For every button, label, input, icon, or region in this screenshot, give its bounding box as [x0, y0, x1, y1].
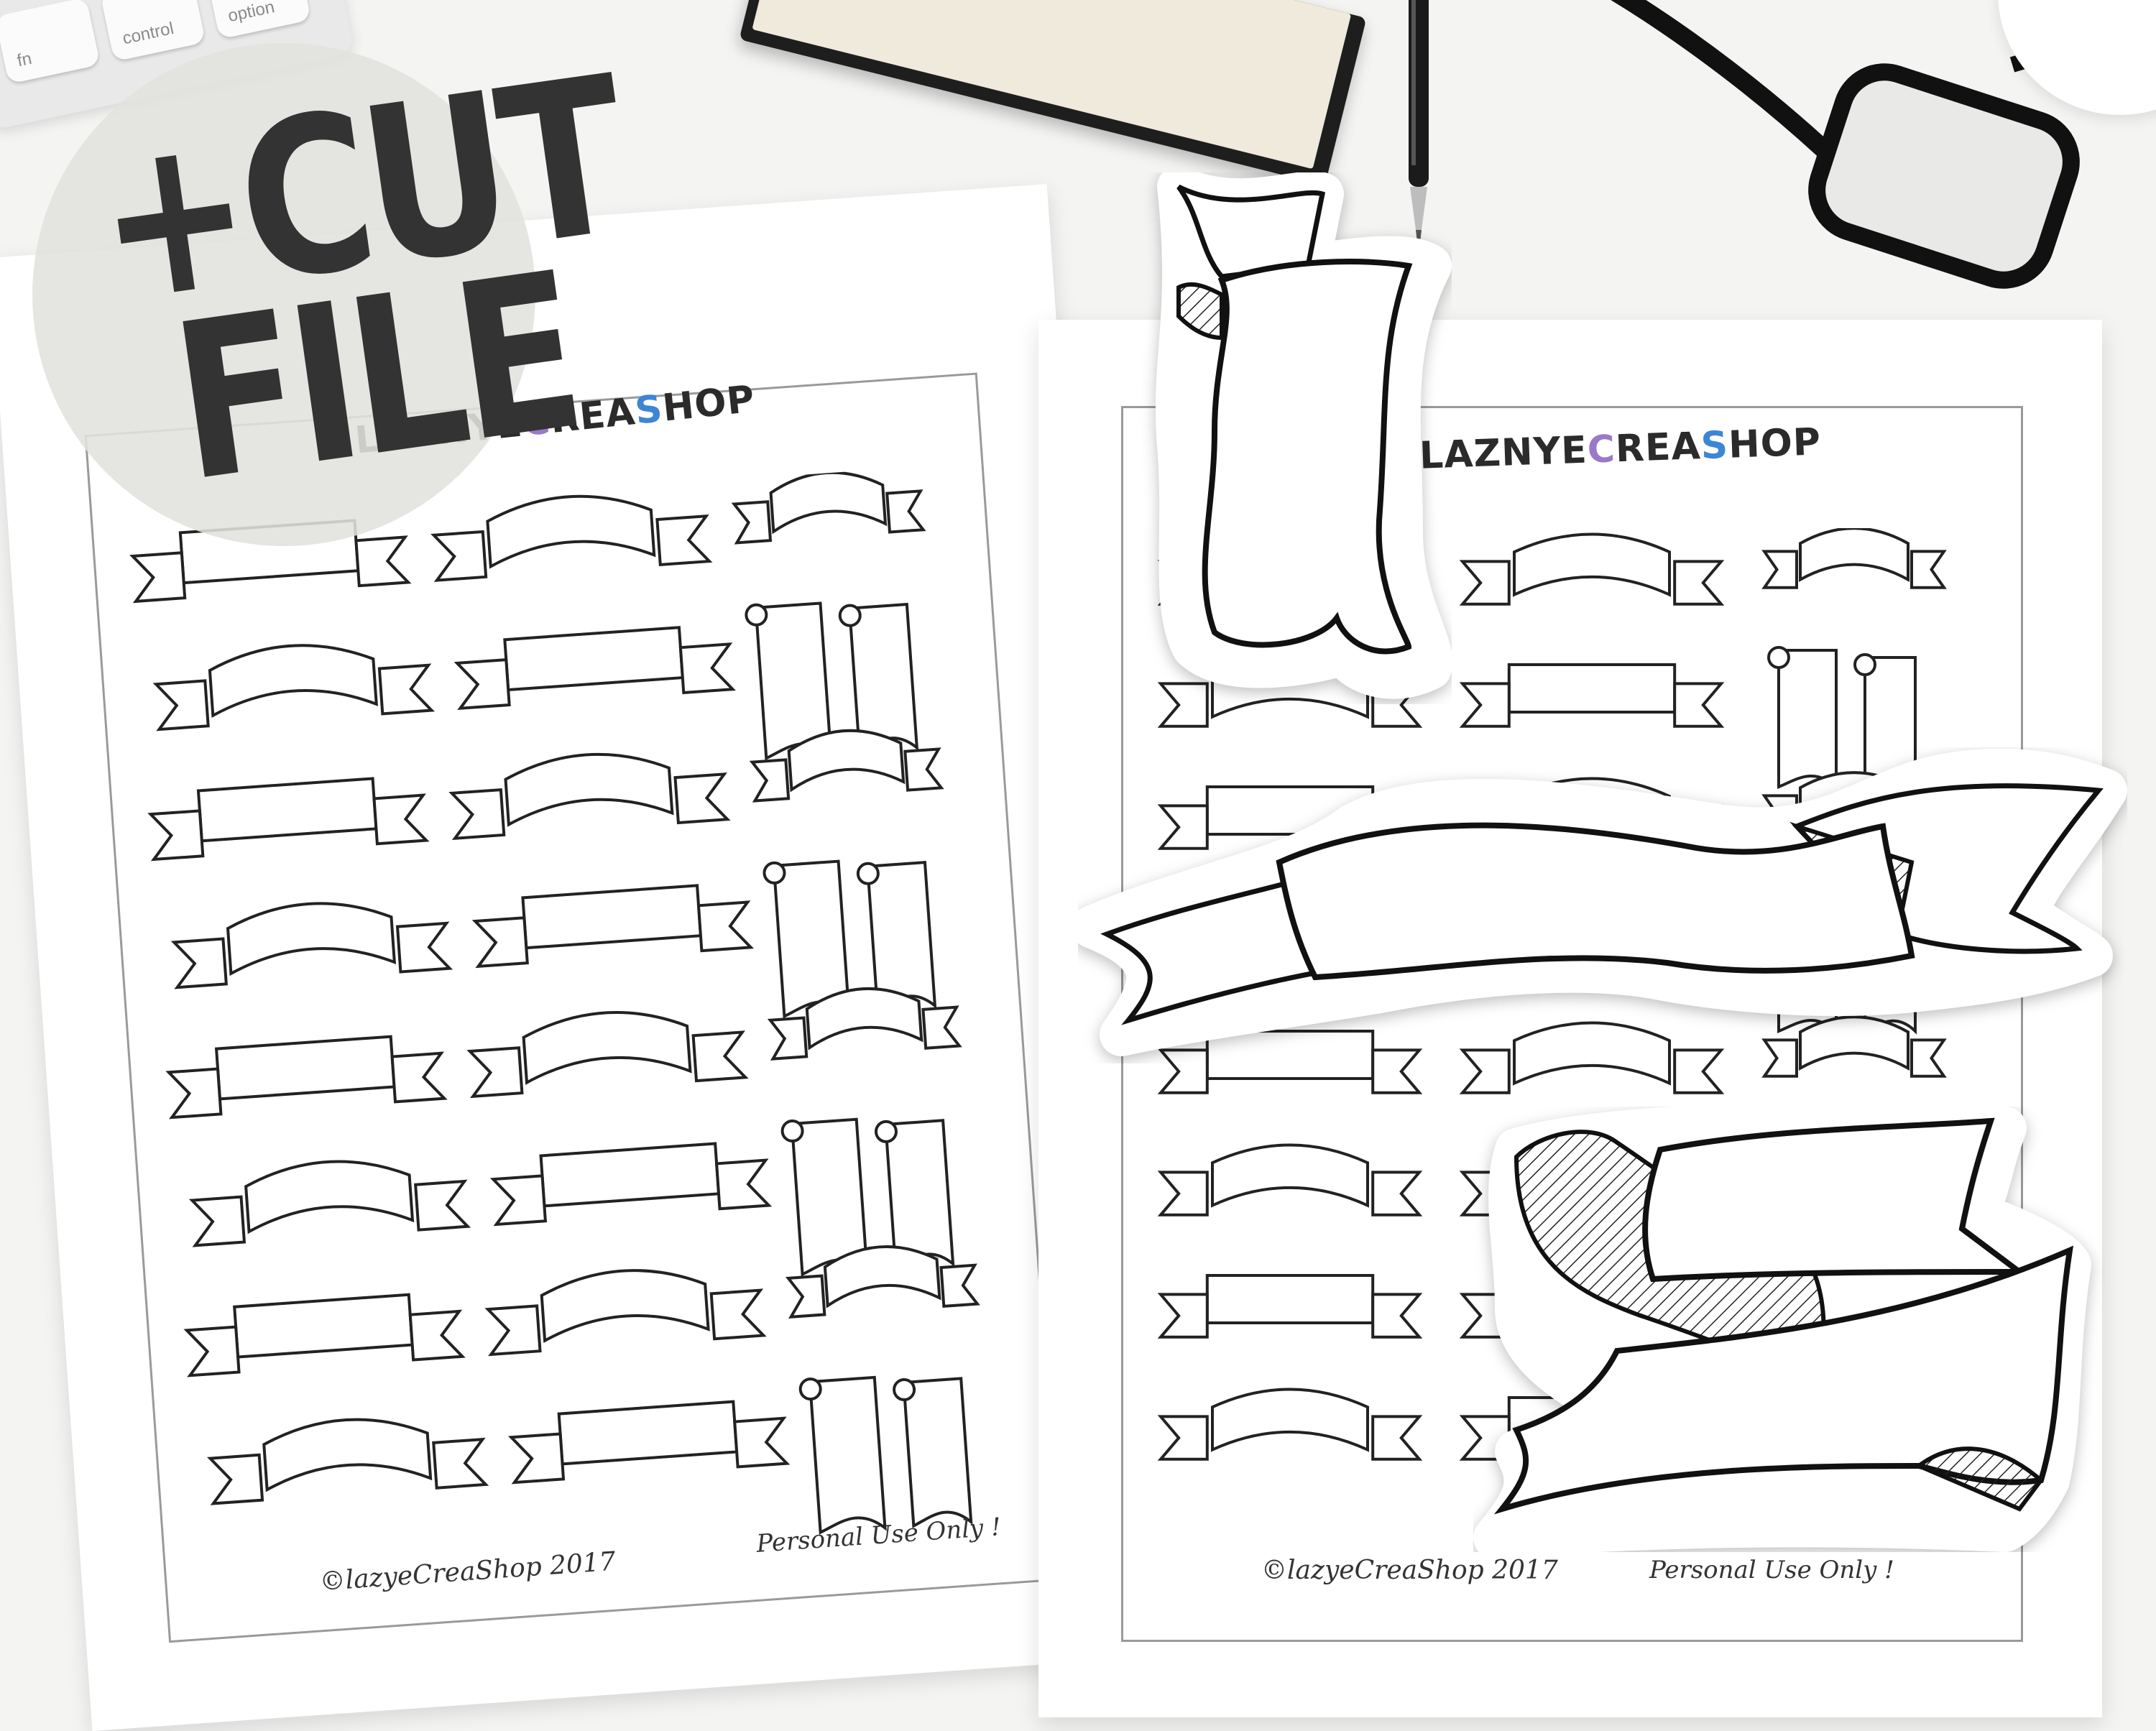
scroll-doodle [1767, 646, 1838, 790]
copyright-text: ©lazyeCreaShop 2017 [1261, 1556, 1558, 1585]
pen [1409, 0, 1429, 255]
banner-doodle [1459, 532, 1725, 606]
brand-part-4: S [632, 387, 665, 433]
brand-part-2: C [1586, 428, 1617, 472]
sticker-double-banner [1473, 1107, 2091, 1552]
key-fn-label: fn [15, 48, 34, 71]
banner-doodle [731, 471, 926, 545]
key-control-label: control [121, 18, 176, 49]
key-fn: fn [0, 0, 101, 84]
personal-use-text: Personal Use Only ! [1649, 1556, 1894, 1584]
banner-doodle [206, 1418, 489, 1505]
banner-doodle [466, 1011, 749, 1099]
sticker-scroll-banner [1155, 172, 1452, 699]
banner-doodle [448, 752, 731, 841]
banner-doodle [1761, 1015, 1947, 1078]
key-option-label: option [226, 0, 277, 27]
banner-doodle [785, 1245, 980, 1319]
banner-doodle [1459, 1021, 1725, 1094]
key-control: control [100, 0, 206, 62]
scroll-doodle [893, 1377, 973, 1528]
sticker-wave-banner [1078, 748, 2127, 1056]
banner-doodle [489, 1142, 773, 1227]
banner-doodle [170, 902, 453, 989]
brand-part-3: REA [1614, 425, 1702, 471]
banner-doodle [152, 644, 435, 731]
brand-part-4: S [1700, 423, 1730, 468]
banner-doodle [1761, 528, 1947, 589]
banner-doodle [507, 1400, 791, 1485]
brand-part-5: HOP [1728, 420, 1822, 467]
notebook-page [752, 0, 1352, 170]
banner-doodle [453, 626, 736, 711]
banner-doodle [147, 777, 430, 862]
cut-file-badge: +CUT FILE [32, 30, 634, 546]
banner-doodle [1157, 1030, 1423, 1094]
notebook [739, 0, 1367, 186]
banner-doodle [1157, 1388, 1423, 1461]
scroll-doodle [798, 1375, 887, 1535]
banner-grid-left [129, 471, 980, 1535]
banner-doodle [1459, 663, 1725, 728]
banner-doodle [188, 1160, 471, 1247]
banner-doodle [471, 884, 755, 969]
banner-doodle [767, 987, 962, 1061]
banner-doodle [183, 1293, 466, 1377]
banner-doodle [1157, 1143, 1423, 1217]
banner-doodle [484, 1269, 767, 1357]
key-option: option [205, 0, 312, 40]
banner-doodle [1157, 1274, 1423, 1339]
banner-doodle [165, 1035, 448, 1120]
banner-doodle [749, 729, 944, 803]
banner-doodle [430, 494, 713, 582]
